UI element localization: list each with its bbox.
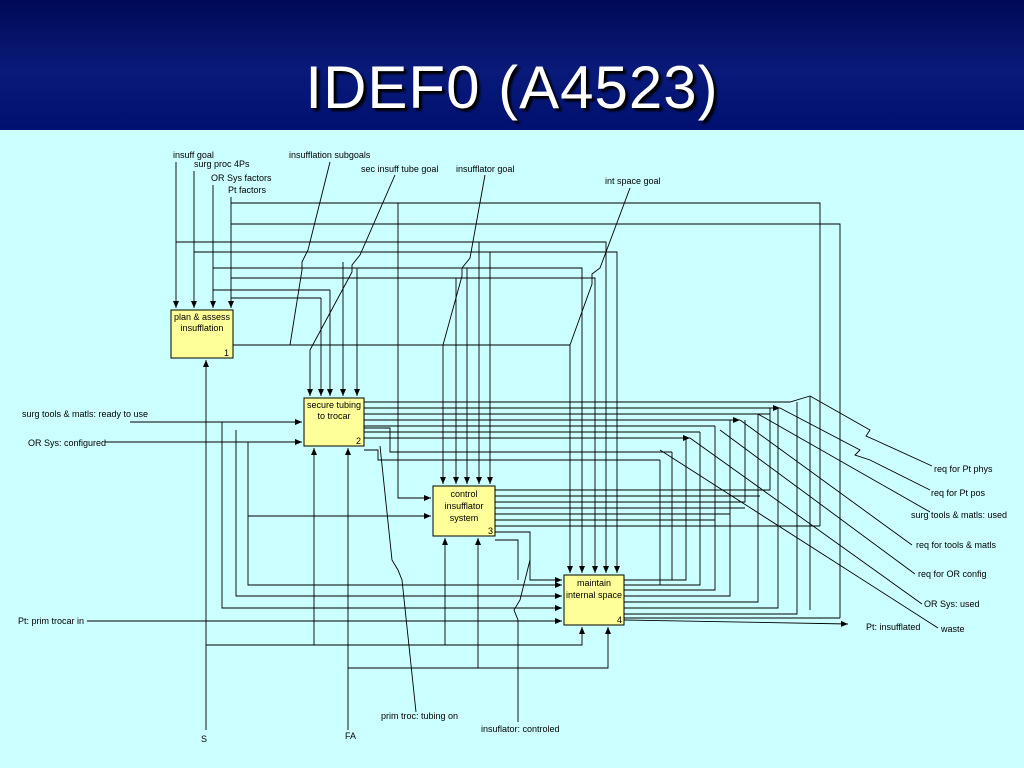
label-insufflator-controled: insuflator: controled — [481, 724, 560, 734]
box-2-number: 2 — [356, 436, 361, 446]
label-pt-prim-trocar-in: Pt: prim trocar in — [18, 616, 84, 626]
label-s: S — [201, 734, 207, 744]
box1-output — [233, 344, 573, 573]
input-arrows — [87, 419, 562, 624]
label-req-tools-matls: req for tools & matls — [916, 540, 997, 550]
slide-title: IDEF0 (A4523) — [305, 54, 719, 121]
label-surg-tools-ready: surg tools & matls: ready to use — [22, 409, 148, 419]
label-surg-proc: surg proc 4Ps — [194, 159, 250, 169]
output-tunnel-lines — [659, 395, 939, 629]
activity-box-4[interactable]: maintain internal space 4 — [563, 574, 625, 626]
box-3-line-1: control — [450, 489, 477, 499]
label-req-pt-pos: req for Pt pos — [931, 488, 986, 498]
feedback-verticals — [659, 396, 811, 610]
box-4-line-2: internal space — [566, 590, 622, 600]
box-3-number: 3 — [488, 526, 493, 536]
label-pt-factors: Pt factors — [228, 185, 267, 195]
box4-outputs — [623, 402, 849, 627]
goal-tunnel-lines — [289, 161, 631, 351]
activity-box-3[interactable]: control insufflator system 3 — [432, 485, 496, 537]
box2-to-box3 — [397, 203, 431, 501]
label-or-sys-factors: OR Sys factors — [211, 173, 272, 183]
control-arrows-box-2 — [307, 262, 360, 396]
box-3-line-2: insufflator — [445, 501, 484, 511]
label-or-sys-used: OR Sys: used — [924, 599, 980, 609]
diagram-area: plan & assess insufflation 1 secure tubi… — [0, 130, 1024, 768]
label-fa: FA — [345, 731, 356, 741]
idef0-diagram: plan & assess insufflation 1 secure tubi… — [18, 150, 1007, 744]
label-req-pt-phys: req for Pt phys — [934, 464, 993, 474]
label-waste: waste — [940, 624, 965, 634]
box-4-line-1: maintain — [577, 578, 611, 588]
box-1-line-1: plan & assess — [174, 312, 231, 322]
label-prim-troc-tubing-on: prim troc: tubing on — [381, 711, 458, 721]
label-or-sys-configured: OR Sys: configured — [28, 438, 106, 448]
control-arrows-box-3 — [440, 242, 493, 484]
box-3-line-3: system — [450, 513, 479, 523]
label-insufflator-goal: insufflator goal — [456, 164, 514, 174]
control-arrows-box-1 — [173, 162, 234, 308]
box3-outputs — [495, 408, 820, 583]
activity-box-2[interactable]: secure tubing to trocar 2 — [303, 397, 365, 447]
box-1-number: 1 — [224, 348, 229, 358]
label-sec-insuff-tube-goal: sec insuff tube goal — [361, 164, 438, 174]
mechanism-arrows — [203, 360, 611, 730]
label-int-space-goal: int space goal — [605, 176, 661, 186]
label-pt-insufflated: Pt: insufflated — [866, 622, 920, 632]
box-4-number: 4 — [617, 615, 622, 625]
box-2-line-2: to trocar — [317, 411, 350, 421]
label-insuff-goal: insuff goal — [173, 150, 214, 160]
box2-outputs — [364, 395, 811, 461]
box-1-line-2: insufflation — [181, 323, 224, 333]
box-2-line-1: secure tubing — [307, 400, 361, 410]
label-req-or-config: req for OR config — [918, 569, 987, 579]
activity-box-1[interactable]: plan & assess insufflation 1 — [170, 309, 234, 359]
control-distribution-lines — [176, 202, 841, 618]
label-surg-tools-used: surg tools & matls: used — [911, 510, 1007, 520]
label-insufflation-subgoals: insufflation subgoals — [289, 150, 371, 160]
slide-header: IDEF0 (A4523) — [0, 0, 1024, 130]
